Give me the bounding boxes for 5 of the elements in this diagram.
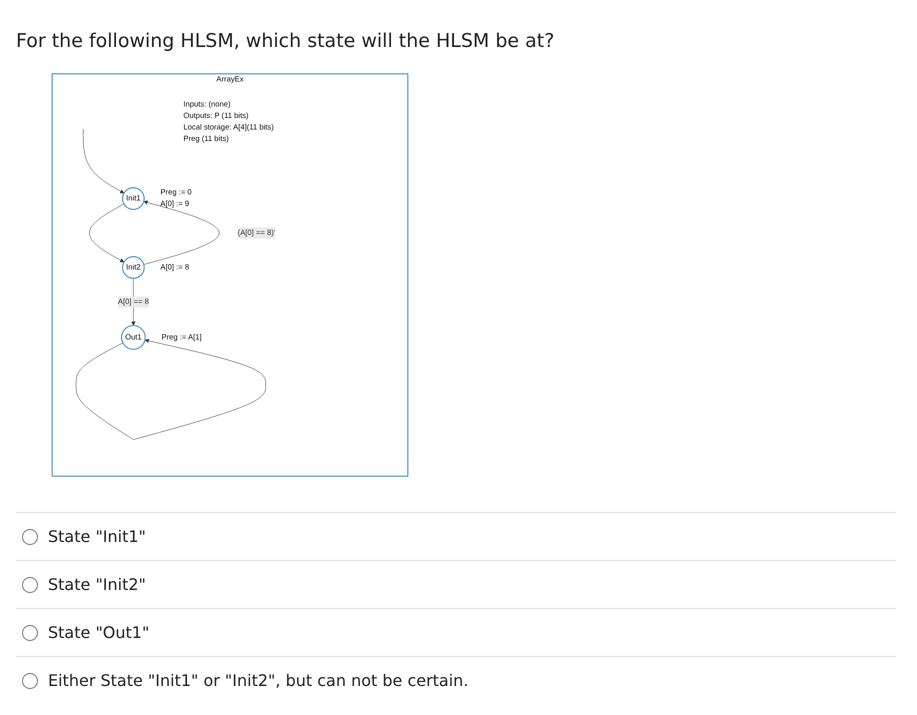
answer-option: State "Out1" [48, 623, 150, 642]
answer-option: Either State "Init1" or "Init2", but can not be certain. [48, 671, 468, 690]
question-text: For the following HLSM, which state will the HLSM be at? [16, 30, 554, 52]
answer-option: State "Init2" [48, 575, 146, 594]
answer-option: State "Init1" [48, 527, 146, 546]
